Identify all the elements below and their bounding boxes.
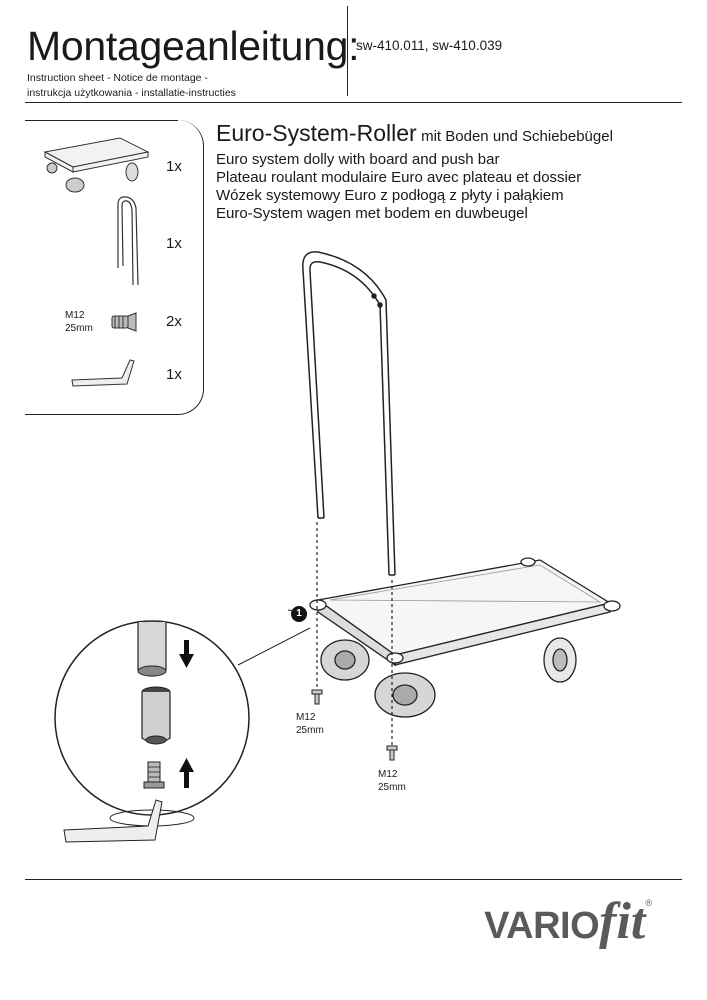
product-desc-fr: Plateau roulant modulaire Euro avec plat… — [216, 169, 582, 186]
logo-fit-text: fit — [599, 893, 646, 950]
right-screw-length: 25mm — [378, 782, 406, 793]
parts-list-box — [25, 120, 204, 415]
screw-size-label: M12 — [65, 310, 85, 321]
step-marker — [291, 606, 307, 622]
document-title: Montageanleitung: — [27, 23, 360, 69]
left-screw-size: M12 — [296, 712, 316, 723]
dolly-drawing — [309, 557, 621, 718]
hex-key-thumbnail-icon — [71, 359, 135, 387]
screw-left-icon — [311, 689, 323, 705]
header-divider — [347, 6, 348, 96]
step-number: 1 — [296, 608, 302, 619]
right-screw-size: M12 — [378, 769, 398, 780]
product-desc-nl: Euro-System wagen met bodem en duwbeugel — [216, 205, 528, 222]
detail-connector-lines — [237, 609, 311, 666]
screw-thumbnail-icon — [111, 312, 137, 332]
footer-rule — [25, 879, 682, 880]
detail-view — [54, 620, 250, 843]
logo-vario-text: VARIO — [484, 905, 600, 947]
product-name: Euro-System-Roller — [216, 120, 417, 146]
arrow-up-icon — [179, 758, 194, 788]
product-desc-en: Euro system dolly with board and push ba… — [216, 151, 500, 168]
product-name-line: Euro-System-Roller mit Boden und Schiebe… — [216, 120, 613, 147]
screw-length-label: 25mm — [65, 323, 93, 334]
header-rule — [25, 102, 682, 103]
hex-key-quantity: 1x — [166, 366, 182, 383]
screw-right-icon — [386, 745, 398, 761]
arrow-down-icon — [179, 640, 194, 668]
left-screw-length: 25mm — [296, 725, 324, 736]
push-bar-thumbnail-icon — [117, 196, 139, 286]
push-bar-quantity: 1x — [166, 235, 182, 252]
dolly-thumbnail-icon — [43, 137, 150, 193]
product-name-suffix: mit Boden und Schiebebügel — [421, 128, 613, 145]
article-numbers: sw-410.011, sw-410.039 — [356, 38, 503, 53]
logo-registered-mark: ® — [645, 898, 652, 908]
parts-box-top — [25, 120, 178, 121]
dolly-quantity: 1x — [166, 158, 182, 175]
push-bar-drawing — [302, 251, 396, 576]
product-desc-pl: Wózek systemowy Euro z podłogą z płyty i… — [216, 187, 564, 204]
variofit-logo: VARIOfit® — [484, 892, 652, 951]
subtitle-line-1: Instruction sheet - Notice de montage - — [27, 72, 208, 84]
screw-quantity: 2x — [166, 313, 182, 330]
assembly-guide-lines — [316, 522, 393, 745]
subtitle-line-2: instrukcja użytkowania - installatie-ins… — [27, 87, 236, 99]
